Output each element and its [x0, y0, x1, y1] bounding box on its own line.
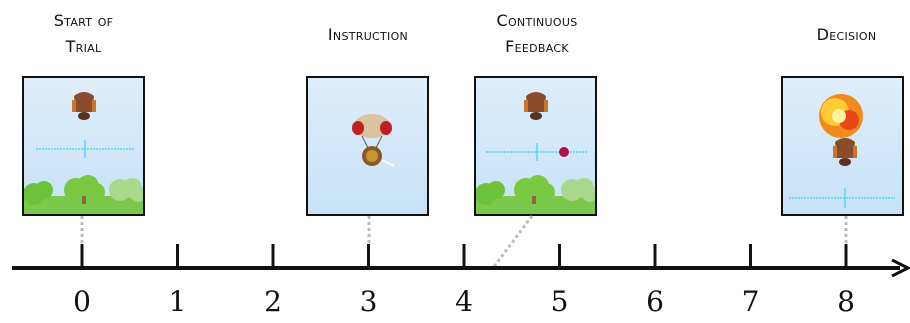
axis-arrow-icon	[891, 258, 910, 278]
tree-icon	[24, 181, 53, 205]
crosshair-icon	[36, 140, 134, 158]
panel-feedback-scene	[476, 92, 595, 214]
panel-decision	[781, 76, 904, 216]
tree-icon	[109, 178, 143, 202]
event-label-start: Start of Trial	[22, 8, 145, 60]
tree-icon	[514, 175, 555, 204]
airship-icon	[72, 92, 96, 120]
axis-tick-label: 0	[73, 285, 91, 318]
tree-icon	[561, 178, 595, 202]
airship-icon	[833, 138, 857, 166]
event-label-feedback-line2: Feedback	[505, 37, 569, 56]
axis-tick-label: 2	[264, 285, 282, 318]
event-label-feedback-line1: Continuous	[496, 11, 578, 30]
panel-start-of-trial	[22, 76, 145, 216]
event-label-feedback: Continuous Feedback	[462, 8, 612, 60]
airship-icon	[524, 92, 548, 120]
event-label-start-line1: Start of	[53, 11, 114, 30]
axis-tick-label: 8	[837, 285, 855, 318]
event-label-start-line2: Trial	[65, 37, 102, 56]
panel-instruction-scene	[352, 114, 395, 167]
connector-feedback	[491, 215, 534, 269]
explosion-icon	[819, 94, 863, 138]
tree-icon	[476, 181, 505, 205]
crosshair-icon	[789, 188, 895, 208]
panel-decision-scene	[789, 94, 895, 208]
ball-icon	[559, 147, 569, 157]
parachute-capsule-icon	[352, 114, 395, 167]
event-label-decision: Decision	[785, 22, 908, 48]
axis-tick-label: 4	[455, 285, 473, 318]
event-label-instruction: Instruction	[298, 22, 438, 48]
event-label-decision-line1: Decision	[816, 25, 877, 44]
axis-ticks	[80, 244, 848, 268]
axis-tick-label: 3	[359, 285, 378, 318]
tree-icon	[64, 175, 105, 204]
axis-tick-label: 6	[646, 285, 664, 318]
axis-tick-label: 7	[741, 285, 760, 318]
axis-tick-label: 1	[168, 285, 187, 318]
panel-start-scene	[24, 92, 143, 214]
panel-instruction	[306, 76, 429, 216]
connectors	[80, 215, 848, 269]
crosshair-icon	[486, 143, 588, 161]
axis-tick-label: 5	[550, 285, 569, 318]
panel-continuous-feedback	[474, 76, 597, 216]
event-label-instruction-line1: Instruction	[327, 25, 409, 44]
